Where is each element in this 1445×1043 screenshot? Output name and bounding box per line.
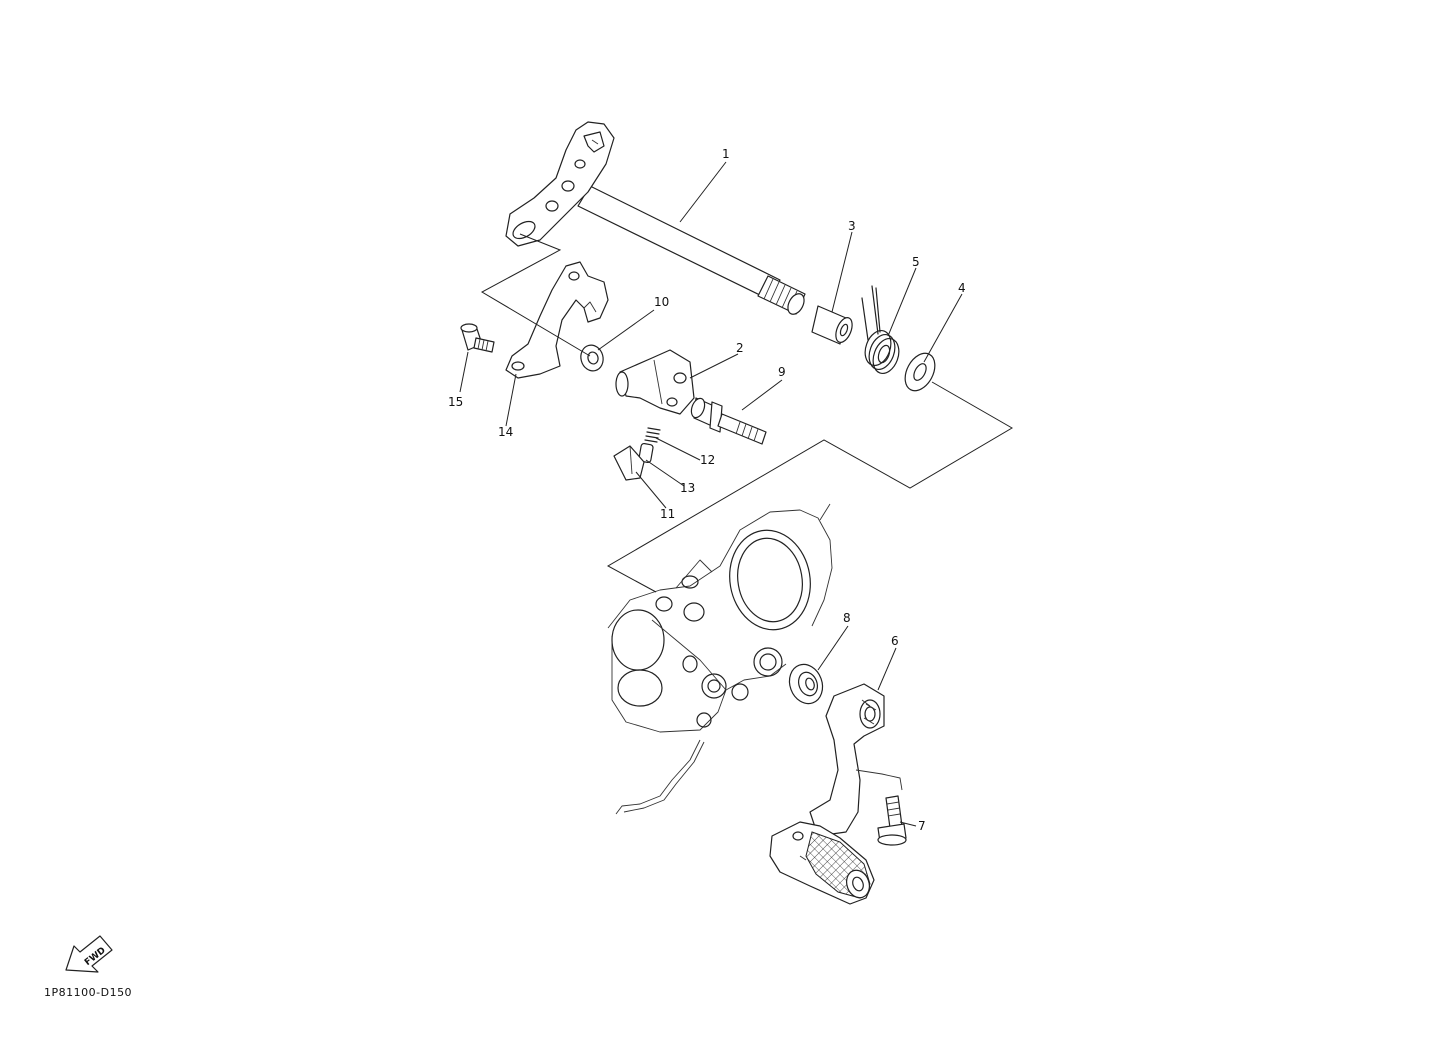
part-stopper-bolt-9 <box>690 397 767 445</box>
label-part-2: 2 <box>736 341 744 355</box>
part-pedal-bolt-7 <box>877 795 907 846</box>
label-part-14: 14 <box>498 425 513 439</box>
label-part-3: 3 <box>848 219 856 233</box>
part-washer-10 <box>580 344 604 372</box>
engine-crankcase <box>607 503 833 815</box>
label-part-15: 15 <box>448 395 463 409</box>
part-bolt-15 <box>460 323 495 353</box>
part-return-spring-5 <box>861 285 900 375</box>
label-part-5: 5 <box>912 255 920 269</box>
label-part-8: 8 <box>843 611 851 625</box>
label-part-10: 10 <box>654 295 669 309</box>
fwd-arrow-icon: FWD <box>65 935 113 973</box>
part-shift-shaft <box>505 121 806 315</box>
label-part-13: 13 <box>680 481 695 495</box>
leader-lines <box>459 161 963 827</box>
label-part-4: 4 <box>958 281 966 295</box>
part-collar-3 <box>811 305 853 345</box>
part-stopper-lever <box>505 261 609 379</box>
label-part-9: 9 <box>778 365 786 379</box>
part-spring-12 <box>644 427 661 443</box>
diagram-code: 1P81100-D150 <box>44 986 132 999</box>
part-shift-pedal-6 <box>769 683 903 905</box>
part-washer-4 <box>904 352 936 392</box>
label-part-6: 6 <box>891 634 899 648</box>
part-segment-2 <box>615 349 695 415</box>
assembly-guide-lines <box>480 233 1013 593</box>
label-part-1: 1 <box>722 147 730 161</box>
part-number-labels: 1 2 3 4 5 6 7 8 9 10 11 12 13 14 15 <box>448 147 966 833</box>
label-part-11: 11 <box>660 507 675 521</box>
part-pawl-11 <box>613 445 645 481</box>
label-part-7: 7 <box>918 819 926 833</box>
label-part-12: 12 <box>700 453 715 467</box>
part-oil-seal-8 <box>788 663 824 705</box>
